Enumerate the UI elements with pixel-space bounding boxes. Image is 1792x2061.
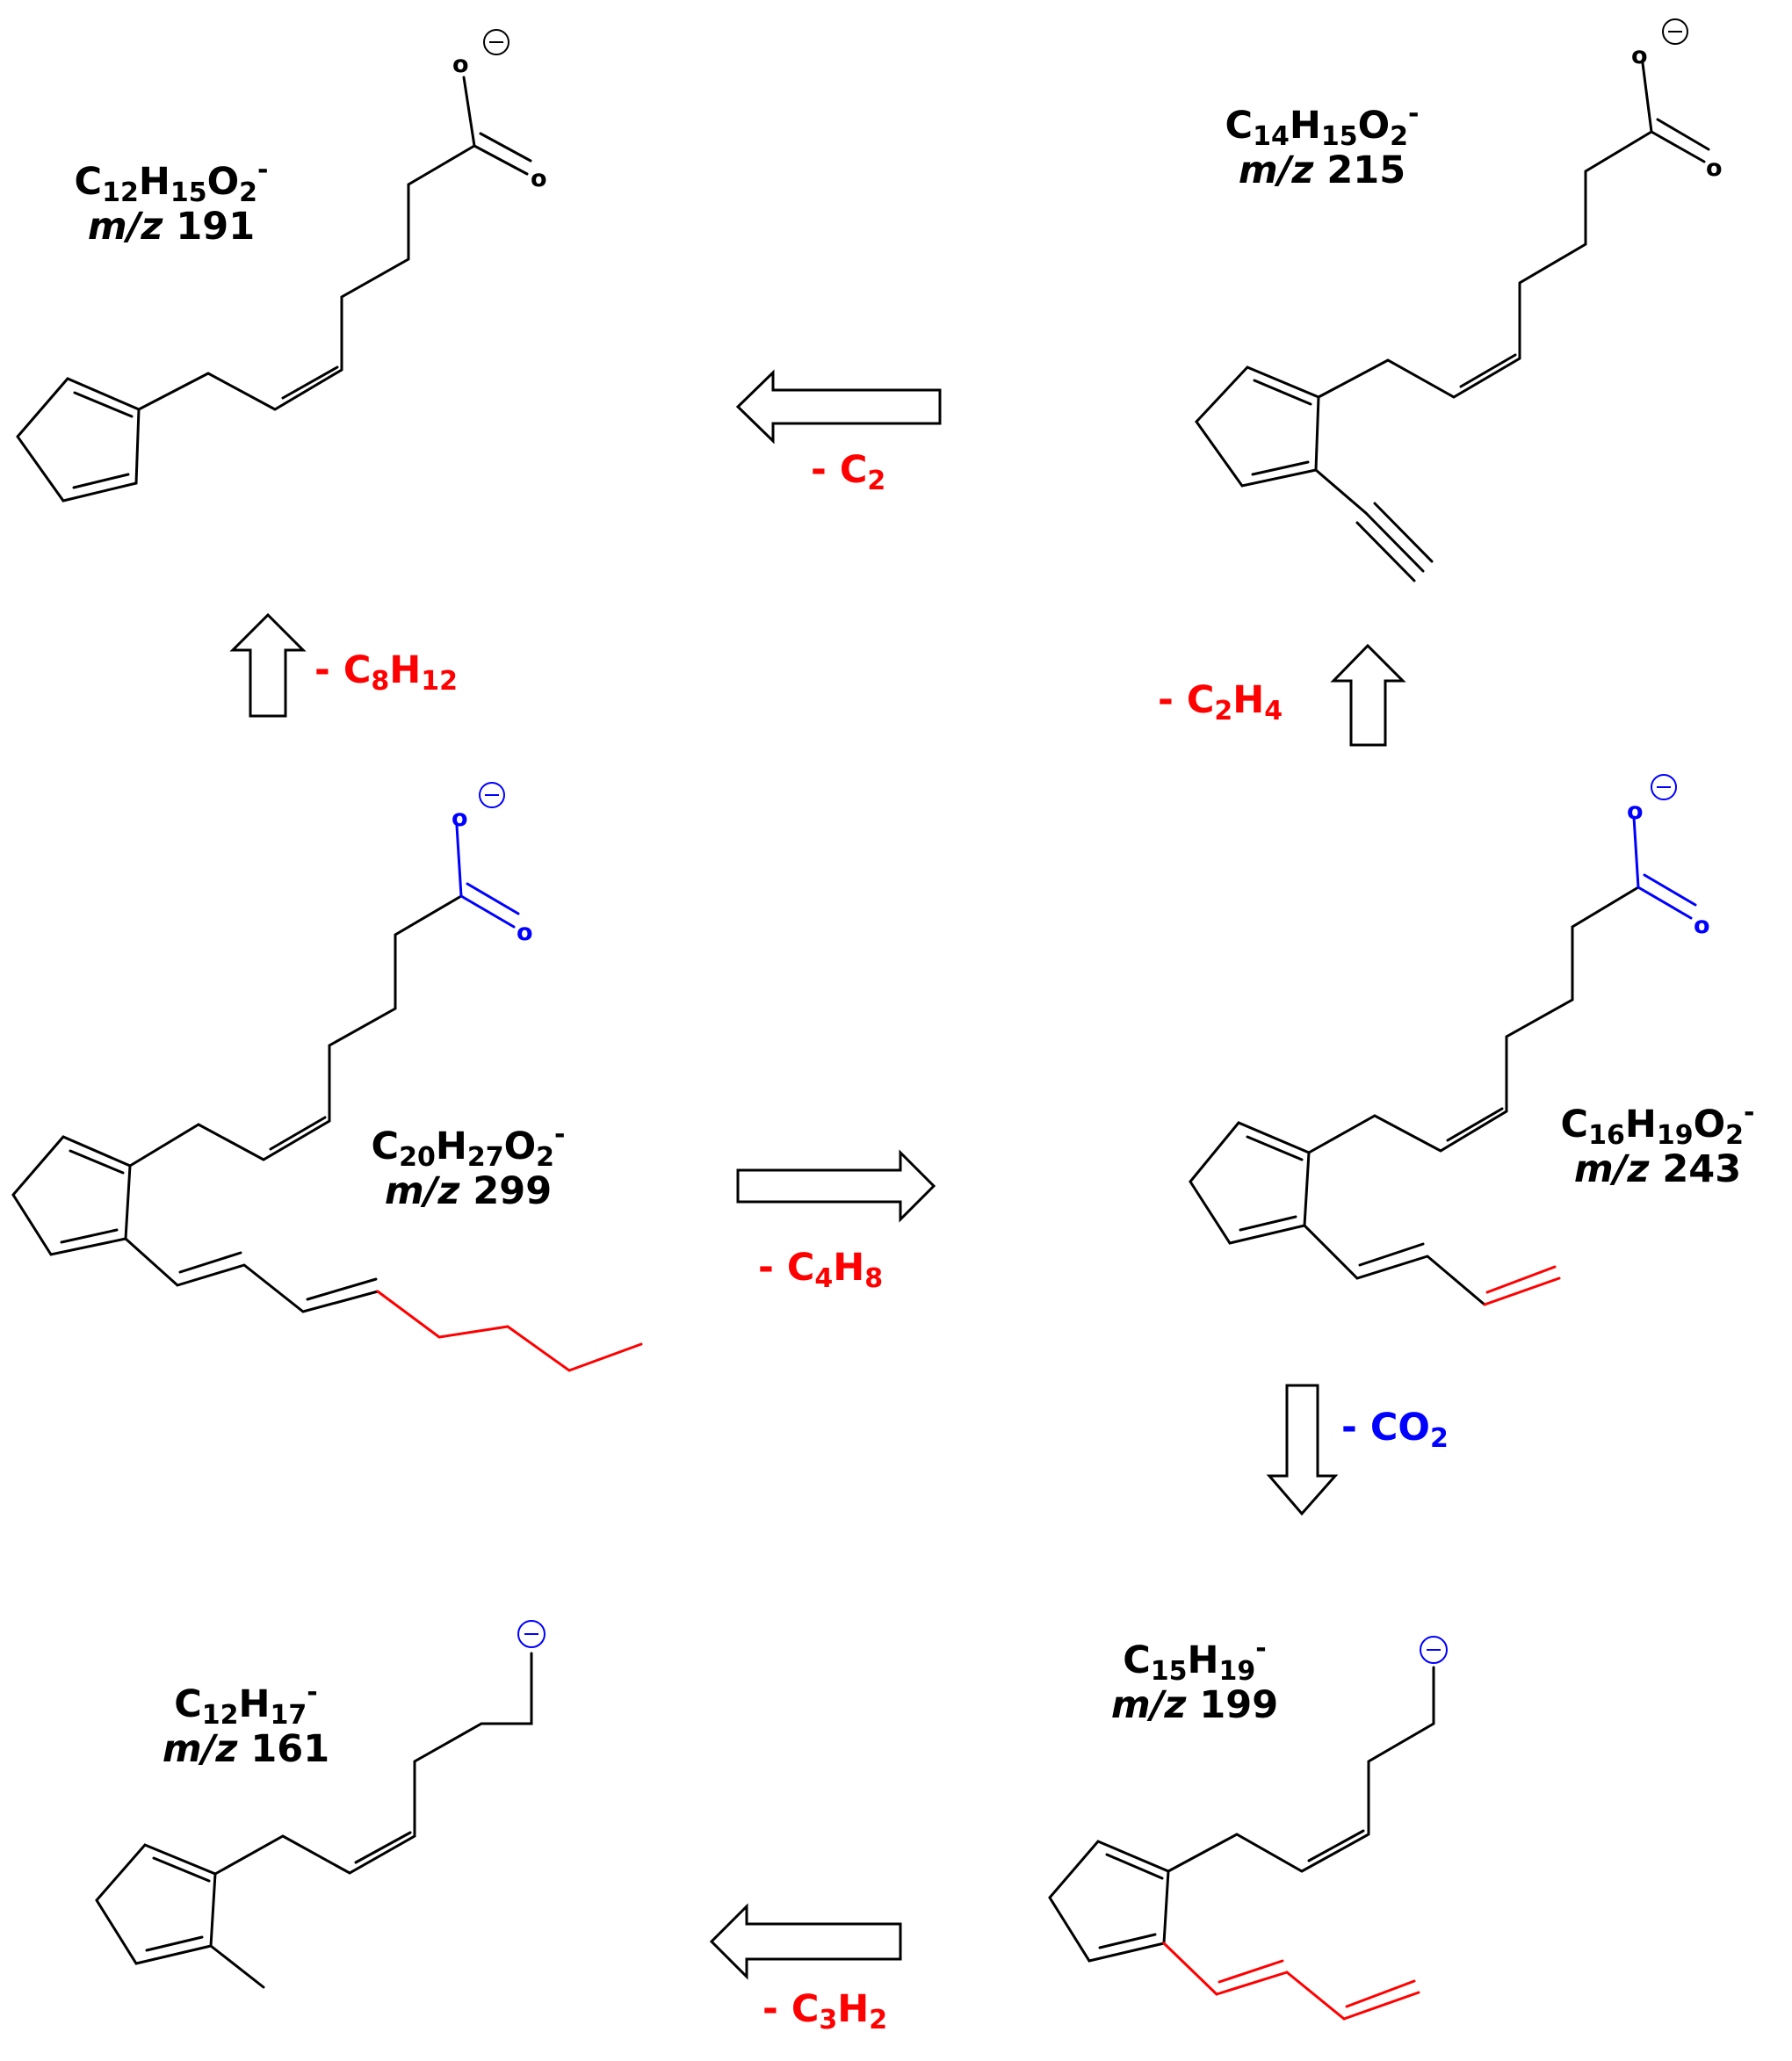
- mass-to-charge: m/z 161: [162, 1726, 330, 1771]
- arrow-199-to-161: [709, 1903, 902, 1980]
- molecular-formula: C12H15O2-: [74, 155, 269, 208]
- compound-label-mz191: C12H15O2- m/z 191: [61, 155, 281, 249]
- compound-label-mz199: C15H19- m/z 199: [1089, 1633, 1300, 1727]
- mass-to-charge: m/z 243: [1573, 1146, 1742, 1191]
- arrow-215-to-191: [735, 369, 942, 445]
- oxygen-atom: o: [531, 165, 547, 192]
- oxygen-atom: o: [1694, 912, 1710, 939]
- loss-label-c8h12: - C8H12: [314, 648, 458, 697]
- structure-mz161: [95, 1620, 546, 1989]
- molecular-formula: C20H27O2-: [371, 1119, 566, 1173]
- molecular-formula: C12H17-: [174, 1677, 318, 1731]
- arrow-243-to-215: [1330, 643, 1406, 747]
- loss-label-c2: - C2: [811, 448, 886, 496]
- loss-label-c4h8: - C4H8: [758, 1246, 884, 1294]
- compound-label-mz299: C20H27O2- m/z 299: [358, 1119, 578, 1213]
- structure-mz191: o o: [16, 29, 547, 503]
- oxygen-atom: o: [517, 919, 533, 946]
- oxygen-atom: o: [1627, 798, 1644, 825]
- arrow-299-to-243: [736, 1149, 936, 1223]
- structure-mz299: o o: [11, 782, 643, 1372]
- arrow-299-to-191: [229, 612, 307, 718]
- oxygen-atom: o: [452, 51, 469, 78]
- compound-label-mz243: C16H19O2- m/z 243: [1548, 1097, 1767, 1191]
- molecular-formula: C15H19-: [1123, 1633, 1267, 1687]
- loss-label-c2h4: - C2H4: [1158, 678, 1283, 727]
- structure-mz215: o o: [1195, 18, 1723, 582]
- structure-mz199: [1048, 1636, 1448, 2021]
- loss-label-c3h2: - C3H2: [762, 1987, 888, 2036]
- molecular-formula: C14H15O2-: [1225, 98, 1420, 152]
- oxygen-atom: o: [1631, 42, 1648, 69]
- compound-label-mz215: C14H15O2- m/z 215: [1212, 98, 1432, 192]
- compound-label-mz161: C12H17- m/z 161: [141, 1677, 351, 1771]
- mass-to-charge: m/z 191: [87, 204, 256, 249]
- arrow-243-to-199: [1266, 1384, 1339, 1516]
- mass-to-charge: m/z 299: [384, 1168, 553, 1213]
- structure-mz243: o o: [1189, 774, 1710, 1306]
- mass-to-charge: m/z 215: [1238, 148, 1406, 192]
- oxygen-atom: o: [452, 805, 468, 832]
- mass-to-charge: m/z 199: [1110, 1682, 1279, 1727]
- loss-label-co2: - CO2: [1341, 1406, 1449, 1454]
- oxygen-atom: o: [1706, 155, 1723, 182]
- molecular-formula: C16H19O2-: [1560, 1097, 1755, 1151]
